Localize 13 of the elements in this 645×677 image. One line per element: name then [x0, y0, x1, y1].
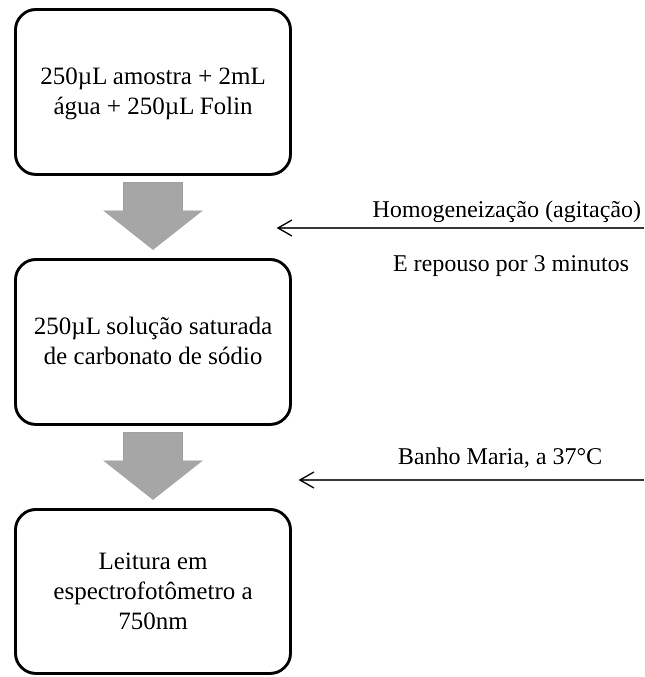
block-arrow	[103, 432, 203, 500]
process-box	[14, 508, 292, 675]
step-text: 250µL solução saturada de carbonato de sódio	[32, 312, 274, 372]
annotation-text: Homogeneização (agitação)	[372, 196, 641, 225]
process-box	[14, 8, 292, 176]
arrow	[276, 219, 644, 237]
step-text: Leitura em espectrofotômetro a 750nm	[52, 546, 254, 636]
process-box	[14, 258, 292, 426]
arrow	[298, 471, 644, 489]
annotation-text: E repouso por 3 minutos	[393, 250, 629, 279]
block-arrow	[103, 182, 203, 250]
annotation-text: Banho Maria, a 37°C	[396, 443, 604, 472]
step-text: 250µL amostra + 2mL água + 250µL Folin	[39, 62, 267, 122]
